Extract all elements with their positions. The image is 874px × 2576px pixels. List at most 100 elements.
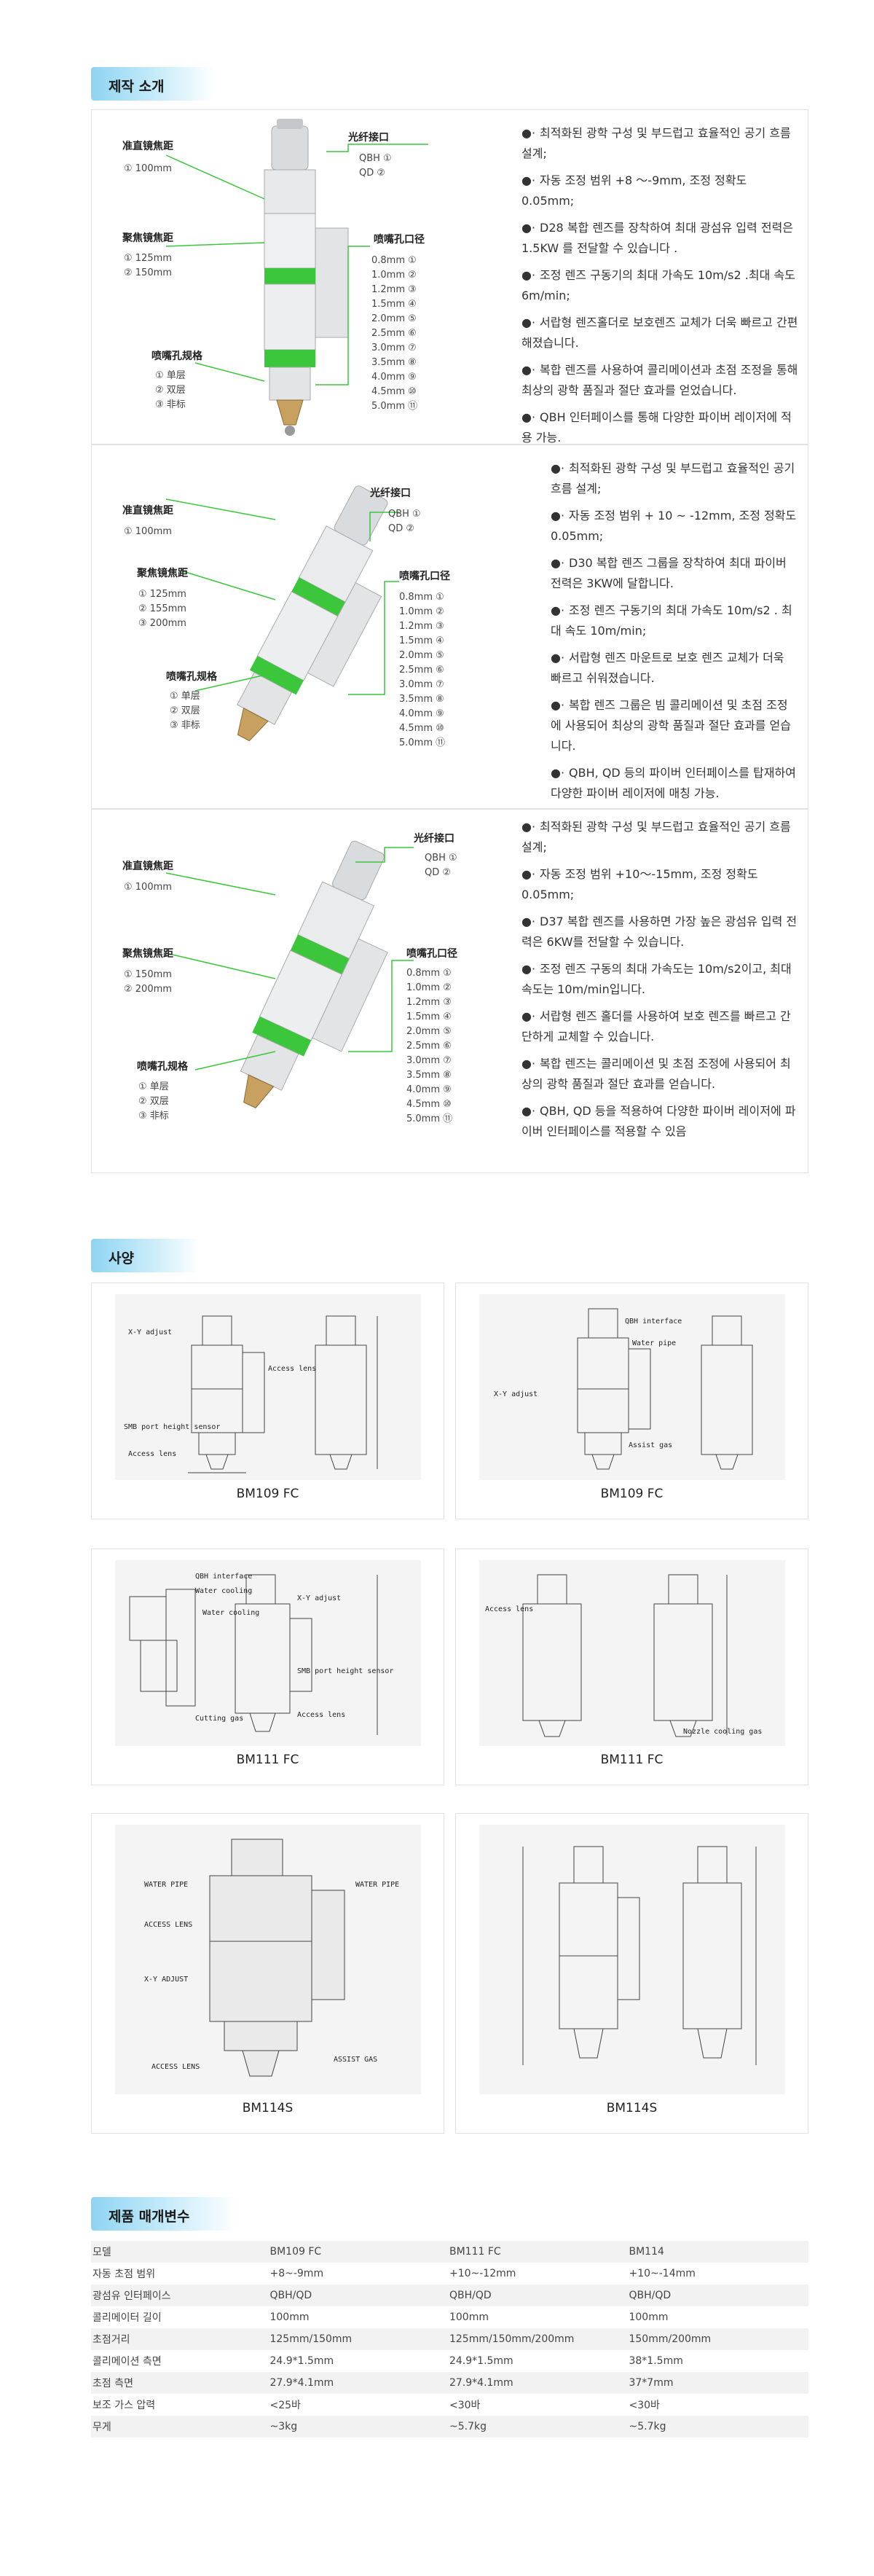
spec-card-bm109-2: QBH interface Water pipe X-Y adjust Assi… — [455, 1283, 808, 1519]
laser-head-diagram-3: 光纤接口 QBH ① QD ② 准直镜焦距 ① 100mm 聚焦镜焦距 ① 15… — [108, 818, 501, 1164]
spec-card-bm109-1: X-Y adjust Access lens SMB port height s… — [91, 1283, 444, 1519]
param-value: BM109 FC — [269, 2241, 449, 2263]
table-row: 무게 ~3kg ~5.7kg ~5.7kg — [91, 2416, 808, 2438]
collimation-focal-label: 准直镜焦距 — [122, 140, 173, 152]
drawing-label: QBH interface — [195, 1573, 252, 1581]
technical-drawing: QBH interface Water pipe X-Y adjust Assi… — [479, 1294, 785, 1480]
param-value: +10~-12mm — [449, 2268, 516, 2279]
drawing-label: SMB port height sensor — [297, 1667, 393, 1675]
nozzle-spec-value: ③ 非标 — [155, 399, 186, 410]
drawing-label: Water cooling — [202, 1609, 259, 1617]
drawing-label: SMB port height sensor — [124, 1423, 220, 1431]
nozzle-value: 1.0mm ② — [399, 606, 444, 617]
table-row: 보조 가스 압력 <25바 <30바 <30바 — [91, 2394, 808, 2416]
drawing-label: ACCESS LENS — [151, 2063, 200, 2071]
param-value: 150mm/200mm — [629, 2328, 808, 2350]
param-value: 27.9*4.1mm — [449, 2372, 629, 2394]
param-value: 24.9*1.5mm — [449, 2355, 513, 2367]
drawing-label: QBH interface — [625, 1318, 682, 1326]
fiber-option: QBH ① — [388, 509, 421, 520]
nozzle-diameter-label: 喷嘴孔口径 — [406, 947, 457, 960]
drawing-label: WATER PIPE — [355, 1881, 399, 1889]
focus-value: ① 150mm — [124, 969, 172, 980]
nozzle-value: 3.0mm ⑦ — [371, 342, 417, 353]
intro-section-title: 제작 소개 — [91, 67, 215, 101]
nozzle-value: 2.0mm ⑤ — [406, 1026, 452, 1037]
param-label: 콜리메이션 측면 — [92, 2356, 162, 2368]
param-value: 100mm — [449, 2311, 489, 2323]
feature-item: ●·자동 조정 범위 + 10 ~ -12mm, 조정 정확도 0.05mm; — [551, 509, 797, 543]
nozzle-spec-value: ② 双层 — [138, 1096, 169, 1107]
feature-item: ●·자동 조정 범위 +10～-15mm, 조정 정확도 0.05mm; — [521, 867, 758, 901]
nozzle-value: 4.5mm ⑩ — [406, 1099, 452, 1110]
param-value: 100mm — [269, 2311, 310, 2323]
drawing-label: Access lens — [297, 1711, 345, 1719]
drawing-label: Access lens — [128, 1450, 176, 1458]
param-value: 27.9*4.1mm — [269, 2372, 449, 2394]
nozzle-spec-value: ① 单层 — [155, 370, 186, 381]
collimation-value: ① 100mm — [124, 163, 172, 174]
nozzle-value: 5.0mm ⑪ — [406, 1113, 452, 1124]
param-value: 125mm/150mm — [269, 2328, 449, 2350]
table-row: 콜리메이터 길이 100mm 100mm 100mm — [91, 2306, 808, 2328]
nozzle-value: 0.8mm ① — [371, 255, 417, 266]
nozzle-value: 2.0mm ⑤ — [399, 650, 444, 661]
feature-item: ●·D30 복합 렌즈 그룹을 장착하여 최대 파이버 전력은 3KW에 달합니… — [551, 556, 787, 590]
param-value: 38*1.5mm — [629, 2355, 683, 2367]
table-row: 광섬유 인터페이스 QBH/QD QBH/QD QBH/QD — [91, 2285, 808, 2306]
nozzle-value: 5.0mm ⑪ — [399, 737, 445, 748]
nozzle-value: 1.2mm ③ — [399, 621, 444, 632]
focus-value: ② 155mm — [138, 603, 186, 614]
nozzle-diameter-label: 喷嘴孔口径 — [399, 570, 450, 582]
param-label: 초점 측면 — [91, 2372, 270, 2394]
model-caption: BM114S — [606, 2101, 658, 2115]
spec-card-bm114s-2: BM114S — [455, 1813, 808, 2134]
param-value: ~5.7kg — [629, 2416, 808, 2438]
laser-head-illustration — [240, 840, 388, 1108]
feature-list-1: ●·최적화된 광학 구성 및 부드럽고 효율적인 공기 흐름 설계; ●·자동 … — [521, 123, 798, 455]
focus-value: ② 150mm — [124, 267, 172, 278]
feature-item: ●·조정 렌즈 구동기의 최대 가속도 10m/s2 . 최대 속도 10m/m… — [551, 603, 792, 638]
drawing-label: X-Y adjust — [128, 1328, 172, 1336]
param-value: QBH/QD — [629, 2285, 808, 2306]
param-value: <30바 — [629, 2400, 660, 2411]
drawing-label: Cutting gas — [195, 1715, 243, 1723]
table-row: 모델 BM109 FC BM111 FC BM114 — [91, 2241, 808, 2263]
fiber-option: QD ② — [425, 867, 451, 878]
nozzle-value: 4.5mm ⑩ — [399, 723, 444, 734]
feature-item: ●·QBH, QD 등의 파이버 인터페이스를 탑재하여 다양한 파이버 레이저… — [551, 766, 796, 800]
technical-drawing: X-Y adjust Access lens SMB port height s… — [115, 1294, 421, 1480]
nozzle-value: 2.5mm ⑥ — [399, 665, 444, 676]
model-caption: BM114S — [242, 2101, 294, 2115]
param-value: <30바 — [449, 2400, 481, 2411]
param-value: ~3kg — [269, 2416, 449, 2438]
laser-head-diagram-2: 光纤接口 QBH ① QD ② 准直镜焦距 ① 100mm 聚焦镜焦距 ① 12… — [108, 454, 501, 799]
feature-list-3: ●·최적화된 광학 구성 및 부드럽고 효율적인 공기 흐름 설계; ●·자동 … — [521, 817, 798, 1148]
param-label: 초점거리 — [91, 2328, 270, 2350]
nozzle-spec-label: 喷嘴孔规格 — [166, 670, 218, 683]
spec-card-bm111-1: QBH interface Water cooling Water coolin… — [91, 1549, 444, 1785]
feature-item: ●·D37 복합 렌즈를 사용하면 가장 높은 광섬유 입력 전력은 6KW를 … — [521, 915, 798, 949]
nozzle-value: 3.5mm ⑧ — [399, 694, 444, 705]
feature-item: ●·QBH 인터페이스를 통해 다양한 파이버 레이저에 적용 가능. — [521, 410, 792, 445]
technical-drawing: Access lens Nozzle cooling gas — [479, 1560, 785, 1746]
parameter-table: 모델 BM109 FC BM111 FC BM114 자동 초점 범위 +8~-… — [91, 2241, 808, 2438]
collimation-value: ① 100mm — [124, 882, 172, 893]
focus-value: ③ 200mm — [138, 618, 186, 629]
product-row-1: 光纤接口 QBH ① QD ② 准直镜焦距 ① 100mm 聚焦镜焦距 ① 12… — [91, 109, 808, 445]
nozzle-value: 3.5mm ⑧ — [371, 357, 417, 368]
nozzle-value: 2.0mm ⑤ — [371, 313, 417, 324]
param-label: 광섬유 인터페이스 — [91, 2285, 270, 2306]
drawing-label: Water cooling — [195, 1587, 252, 1595]
drawing-label: X-Y adjust — [297, 1594, 341, 1602]
laser-head-diagram-1: 光纤接口 QBH ① QD ② 准直镜焦距 ① 100mm 聚焦镜焦距 ① 12… — [108, 119, 501, 442]
model-caption: BM109 FC — [236, 1487, 299, 1501]
feature-item: ●·조정 렌즈 구동의 최대 가속도는 10m/s2이고, 최대 속도는 10m… — [521, 962, 792, 996]
spec-card-bm114s-1: WATER PIPE ACCESS LENS X-Y ADJUST ACCESS… — [91, 1813, 444, 2134]
focus-value: ① 125mm — [138, 589, 186, 600]
collimation-value: ① 100mm — [124, 526, 172, 537]
feature-item: ●·자동 조정 범위 +8 ～-9mm, 조정 정확도 0.05mm; — [521, 173, 747, 208]
params-section-title: 제품 매개변수 — [91, 2197, 237, 2231]
feature-item: ●·서랍형 렌즈홀더로 보호렌즈 교체가 더욱 빠르고 간편해졌습니다. — [521, 316, 798, 350]
feature-item: ●·서랍형 렌즈 마운트로 보호 렌즈 교체가 더욱 빠르고 쉬워졌습니다. — [551, 651, 784, 685]
